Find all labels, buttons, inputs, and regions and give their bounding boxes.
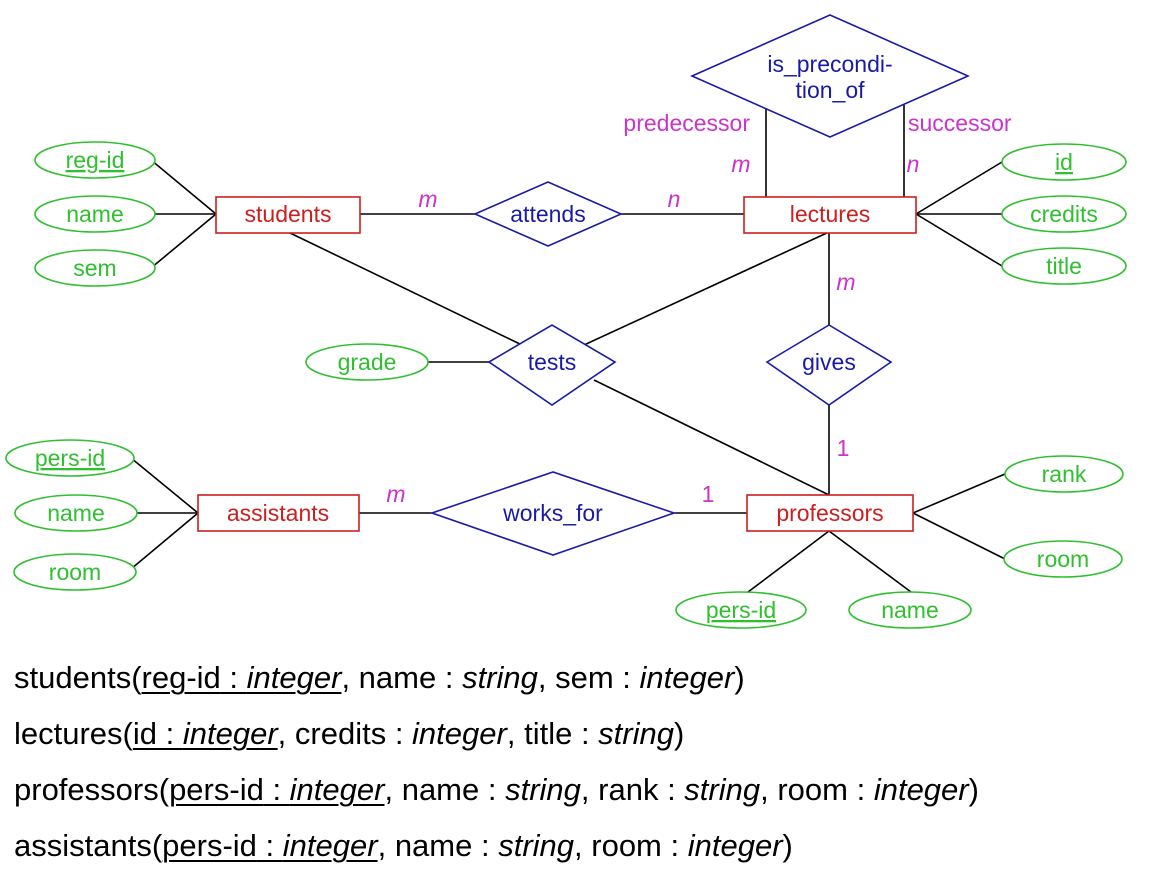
role-successor: successor	[908, 110, 1012, 136]
line-lectures-id	[915, 161, 1003, 215]
attr-professors-name-label: name	[881, 597, 939, 623]
relationship-tests-label: tests	[528, 349, 577, 375]
connector-lines	[130, 105, 1006, 593]
attr-tests-grade-label: grade	[338, 349, 397, 375]
er-diagram: students lectures assistants professors …	[5, 14, 1127, 629]
attr-professors-room-ellipse	[1003, 540, 1123, 578]
attr-assistants-name-label: name	[47, 500, 105, 526]
attr-lectures-id-label: id	[1055, 149, 1073, 175]
relationship-precondition-label-2: tion_of	[795, 77, 865, 103]
schema-line-students: students(reg-id : integer, name : string…	[14, 660, 745, 695]
relationship-precondition-label-1: is_precondi-	[767, 51, 892, 77]
card-assistants-worksfor: m	[386, 481, 405, 507]
line-assistants-persid	[130, 457, 199, 514]
relationships	[429, 14, 970, 556]
card-lectures-gives: m	[836, 269, 855, 295]
attr-tests-grade-ellipse	[305, 343, 429, 381]
relationship-gives	[765, 324, 893, 406]
role-predecessor: predecessor	[623, 110, 750, 136]
relationship-works-for-label: works_for	[502, 500, 603, 526]
entity-students-label: students	[245, 201, 332, 227]
entity-professors-box	[746, 494, 914, 532]
attr-professors-rank-ellipse	[1004, 455, 1124, 493]
schema-relation-name: lectures	[14, 716, 123, 751]
entity-lectures-label: lectures	[790, 201, 871, 227]
entity-assistants-box	[197, 494, 360, 532]
entity-professors-label: professors	[776, 500, 883, 526]
attr-professors-rank-label: rank	[1042, 461, 1087, 487]
line-professors-name	[828, 530, 912, 593]
attr-lectures-title-ellipse	[1001, 247, 1127, 285]
line-professors-room	[912, 512, 1006, 560]
schema-key: id : integer	[132, 716, 278, 751]
schema-line-lectures: lectures(id : integer, credits : integer…	[14, 716, 685, 751]
line-students-sem	[150, 213, 217, 269]
attr-lectures-credits-label: credits	[1030, 201, 1098, 227]
entity-lectures-box	[743, 196, 917, 234]
attr-students-regid-ellipse	[34, 141, 156, 179]
attr-assistants-persid-label: pers-id	[35, 445, 105, 471]
relationship-tests	[487, 324, 617, 406]
entity-students-box	[215, 196, 361, 234]
relational-schema: students(reg-id : integer, name : string…	[14, 650, 979, 874]
schema-key: pers-id : integer	[162, 828, 378, 863]
line-professors-rank	[912, 473, 1006, 514]
schema-relation-name: professors	[14, 772, 159, 807]
line-professors-persid	[747, 530, 830, 593]
relationship-gives-label: gives	[802, 349, 856, 375]
relationship-works-for	[429, 471, 677, 556]
card-precondition-predecessor: m	[731, 151, 750, 177]
relationship-attends	[473, 181, 623, 247]
attr-professors-name-ellipse	[848, 591, 972, 629]
schema-relation-name: students	[14, 660, 132, 695]
card-gives-professors: 1	[837, 435, 850, 461]
relationship-attends-label: attends	[510, 201, 585, 227]
attr-lectures-credits-ellipse	[1001, 195, 1127, 233]
attr-lectures-id-ellipse	[1001, 143, 1127, 181]
attr-assistants-persid-ellipse	[5, 439, 135, 477]
attr-students-sem-ellipse	[34, 249, 156, 287]
entity-assistants-label: assistants	[227, 500, 329, 526]
attr-assistants-room-label: room	[49, 559, 101, 585]
line-assistants-room	[130, 512, 199, 570]
attributes	[5, 141, 1127, 629]
card-precondition-successor: n	[907, 151, 920, 177]
schema-relation-name: assistants	[14, 828, 152, 863]
attr-students-regid-label: reg-id	[66, 147, 125, 173]
relationship-is-precondition-of	[690, 14, 970, 138]
card-students-attends: m	[418, 186, 437, 212]
attr-professors-persid-label: pers-id	[706, 597, 776, 623]
schema-line-assistants: assistants(pers-id : integer, name : str…	[14, 828, 793, 863]
line-tests-professors	[593, 379, 830, 496]
line-lectures-title	[915, 213, 1003, 267]
entities	[197, 196, 917, 532]
attr-lectures-title-label: title	[1046, 253, 1082, 279]
schema-line-professors: professors(pers-id : integer, name : str…	[14, 772, 979, 807]
card-worksfor-professors: 1	[702, 481, 715, 507]
schema-key: pers-id : integer	[169, 772, 385, 807]
line-lectures-tests	[583, 231, 830, 346]
schema-key: reg-id : integer	[141, 660, 342, 695]
attr-students-name-label: name	[66, 201, 124, 227]
line-students-regid	[150, 159, 217, 215]
attr-students-sem-label: sem	[73, 255, 116, 281]
attr-students-name-ellipse	[34, 195, 156, 233]
card-attends-lectures: n	[668, 186, 681, 212]
attr-assistants-room-ellipse	[13, 553, 137, 591]
attr-professors-room-label: room	[1037, 546, 1089, 572]
attr-assistants-name-ellipse	[14, 494, 138, 532]
line-students-tests	[287, 231, 523, 346]
attr-professors-persid-ellipse	[675, 591, 807, 629]
